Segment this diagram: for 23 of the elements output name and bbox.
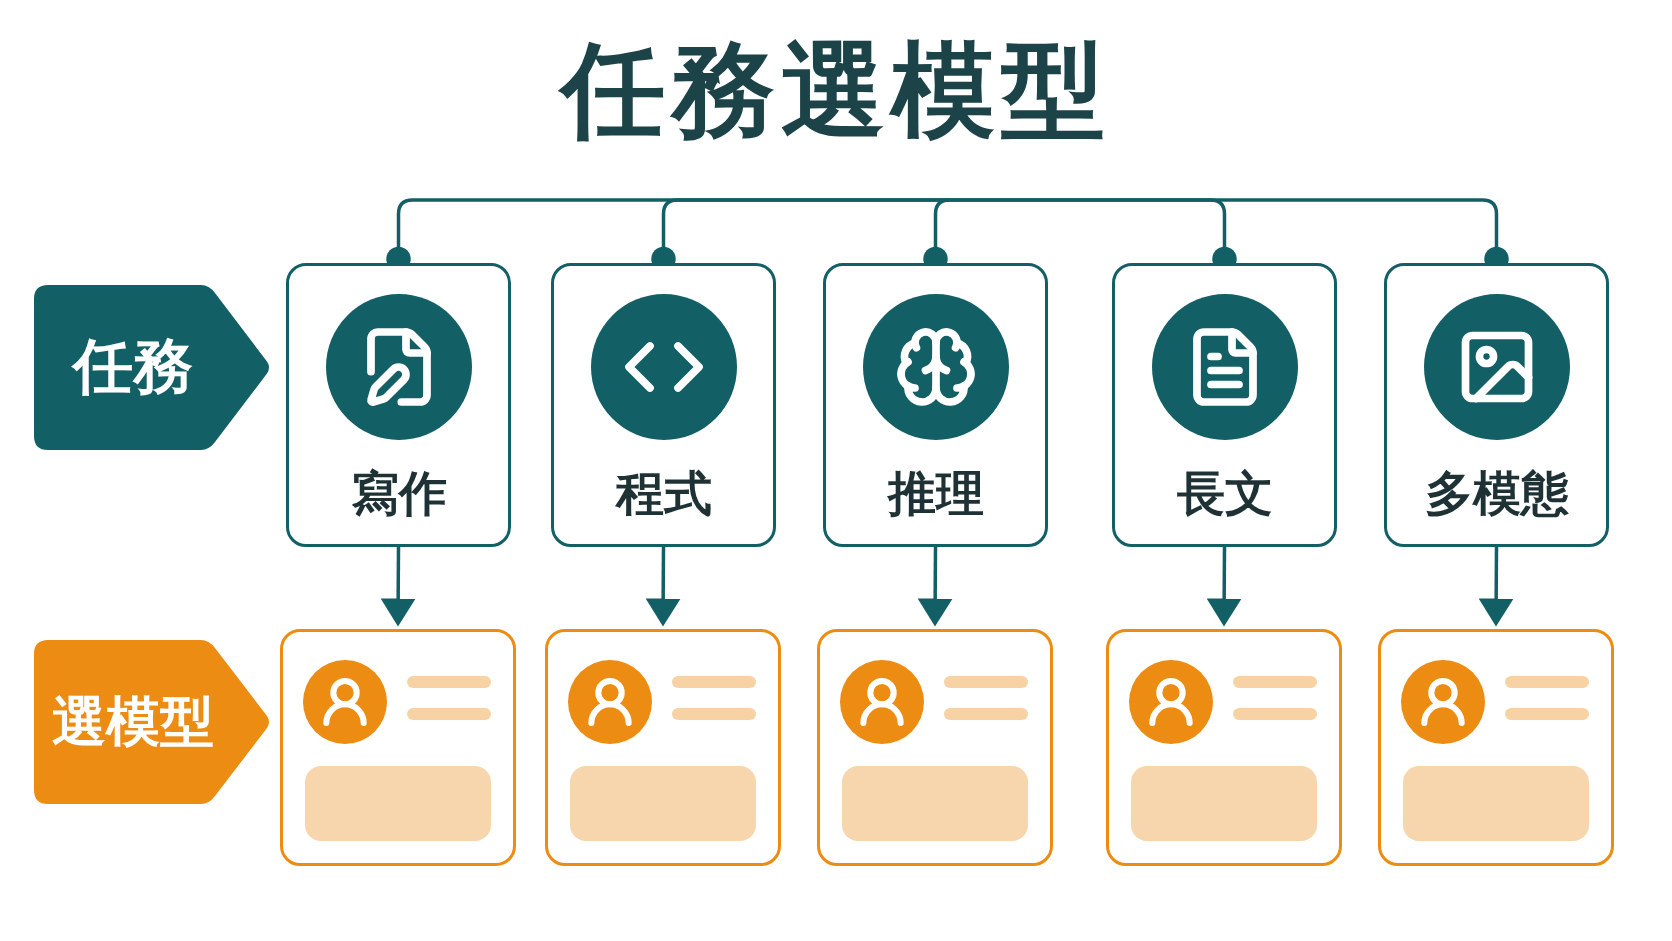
arrow xyxy=(380,547,416,627)
task-label: 多模態 xyxy=(1424,464,1569,523)
model-card xyxy=(545,629,781,866)
task-label: 寫作 xyxy=(350,464,447,523)
task-label: 推理 xyxy=(887,464,984,523)
task-label: 程式 xyxy=(615,464,712,523)
model-card xyxy=(1106,629,1342,866)
task-box xyxy=(823,263,1048,547)
task-box xyxy=(1112,263,1337,547)
arrow xyxy=(645,547,681,627)
model-card xyxy=(280,629,516,866)
arrow xyxy=(1478,547,1514,627)
tag-label: 任務 xyxy=(72,330,193,403)
tag-label: 選模型 xyxy=(51,688,214,755)
task-label: 長文 xyxy=(1176,464,1273,523)
task-box xyxy=(1384,263,1609,547)
title: 任務選模型 xyxy=(0,22,1672,162)
task-box xyxy=(286,263,511,547)
model-card xyxy=(817,629,1053,866)
model-card xyxy=(1378,629,1614,866)
task-box xyxy=(551,263,776,547)
arrow xyxy=(917,547,953,627)
arrow xyxy=(1206,547,1242,627)
